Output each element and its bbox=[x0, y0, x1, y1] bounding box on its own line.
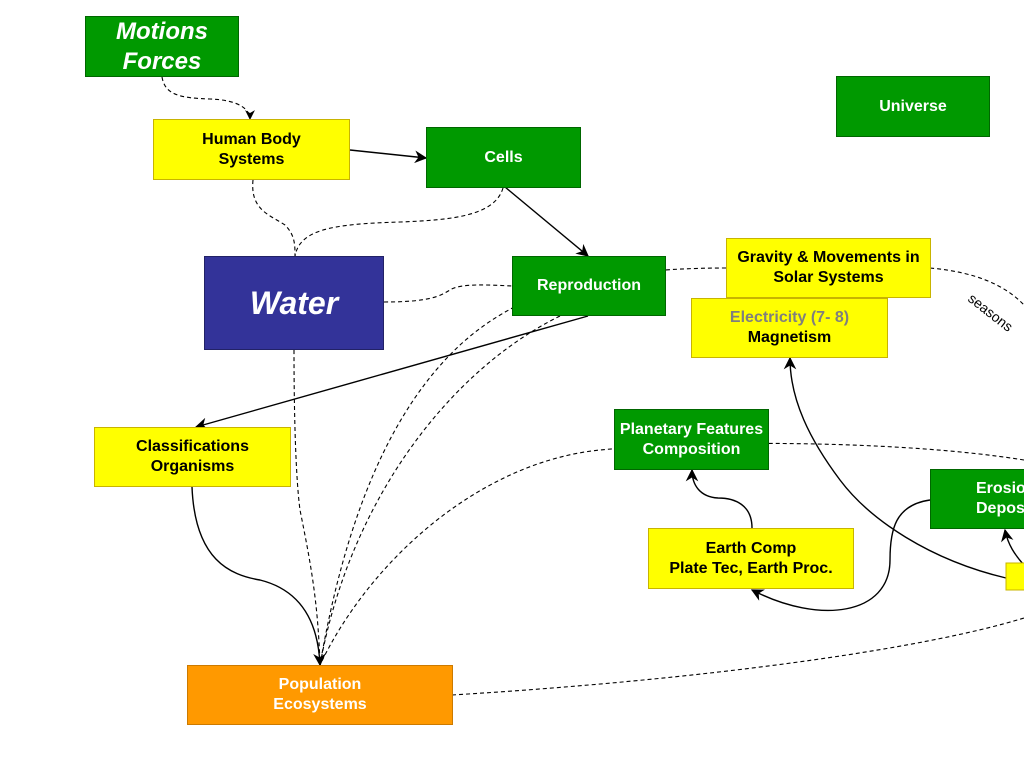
node-earth-comp-line2: Plate Tec, Earth Proc. bbox=[669, 559, 833, 577]
edge-offscreen-electricity bbox=[783, 356, 1007, 579]
edge-water-population bbox=[293, 349, 321, 666]
node-erosion-line2: Deposit bbox=[976, 500, 1024, 517]
node-universe: Universe bbox=[836, 76, 990, 137]
node-human-body-systems: Human Body Systems bbox=[153, 119, 350, 180]
node-universe-line1: Universe bbox=[879, 97, 947, 115]
node-classifications-line2: Organisms bbox=[150, 458, 235, 475]
edge-water-reproduction bbox=[383, 284, 513, 303]
node-population-line1: Population bbox=[278, 676, 362, 693]
node-electricity-magnetism: Electricity (7- 8) Magnetism bbox=[691, 298, 888, 358]
edge-gravity-population bbox=[319, 267, 727, 666]
edge-reproduction-classifications bbox=[194, 315, 589, 430]
edge-planetary-population bbox=[319, 442, 1024, 666]
node-population-ecosystems: Population Ecosystems bbox=[187, 665, 453, 725]
node-cells-line1: Cells bbox=[484, 148, 523, 166]
node-human-body-line2: Systems bbox=[218, 150, 285, 168]
node-classifications-line1: Classifications bbox=[136, 438, 249, 455]
node-motions-forces: Motions Forces bbox=[85, 16, 239, 77]
node-motions-forces-line2: Forces bbox=[122, 47, 202, 75]
edge-cells-reproduction bbox=[504, 186, 589, 257]
edge-earthcomp-planetary bbox=[685, 468, 753, 529]
node-gravity-line1: Gravity & Movements in bbox=[737, 249, 920, 266]
edge-erosion-earthcomp bbox=[750, 499, 931, 612]
node-human-body-line1: Human Body bbox=[202, 130, 301, 148]
node-cells: Cells bbox=[426, 127, 581, 188]
node-earth-comp-line1: Earth Comp bbox=[705, 539, 797, 557]
node-reproduction-line1: Reproduction bbox=[537, 277, 641, 294]
edge-cells-water bbox=[294, 187, 504, 257]
node-erosion-deposition: Erosio Deposit bbox=[930, 469, 1024, 529]
node-population-line2: Ecosystems bbox=[273, 696, 367, 713]
edge-humanbody-cells bbox=[349, 149, 428, 164]
node-erosion-line1: Erosio bbox=[976, 480, 1024, 497]
edge-offscreen-erosion bbox=[1001, 528, 1024, 566]
offscreen-node bbox=[1005, 562, 1024, 591]
edge-humanbody-water bbox=[252, 179, 296, 257]
node-water: Water bbox=[204, 256, 384, 350]
edge-motions-humanbody bbox=[161, 76, 255, 120]
node-gravity-solar-systems: Gravity & Movements in Solar Systems bbox=[726, 238, 931, 298]
node-planetary-line1: Planetary Features bbox=[619, 420, 764, 438]
edge-gravity-seasons bbox=[929, 267, 1024, 306]
node-electricity-line1: Electricity (7- 8) bbox=[729, 309, 850, 326]
edge-classifications-population bbox=[191, 486, 326, 667]
node-water-line1: Water bbox=[249, 285, 339, 321]
node-planetary-features: Planetary Features Composition bbox=[614, 409, 769, 470]
node-planetary-line2: Composition bbox=[642, 440, 741, 458]
edge-reproduction-population bbox=[319, 315, 561, 666]
node-gravity-line2: Solar Systems bbox=[773, 269, 884, 286]
node-motions-forces-line1: Motions bbox=[116, 17, 208, 45]
node-classifications-organisms: Classifications Organisms bbox=[94, 427, 291, 487]
node-electricity-line2: Magnetism bbox=[747, 329, 832, 346]
node-earth-comp: Earth Comp Plate Tec, Earth Proc. bbox=[648, 528, 854, 589]
node-reproduction: Reproduction bbox=[512, 256, 666, 316]
edge-population-offscreen bbox=[451, 617, 1024, 696]
